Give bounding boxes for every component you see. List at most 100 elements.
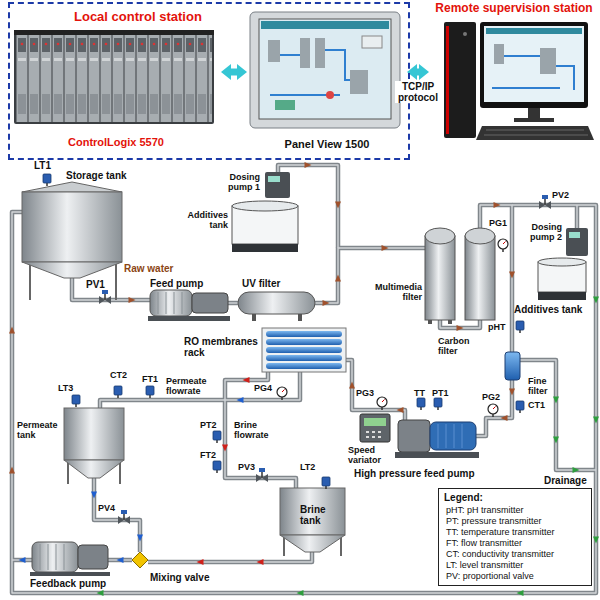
equipment-label: FT2 [200, 450, 216, 460]
flow-arrows [593, 537, 599, 544]
filter-columns-illustration [425, 236, 455, 320]
feedback-pump-illustration [30, 572, 110, 576]
equipment-label: Brine flowrate [234, 420, 284, 440]
label-holder: CT1 [528, 400, 545, 410]
label-holder: Feedback pump [30, 578, 106, 589]
flow-arrows [573, 467, 580, 473]
flow-arrows [494, 202, 501, 208]
equipment-label: Speed variator [348, 445, 394, 465]
ro-rack-illustration [266, 331, 342, 337]
legend-row: CT: conductivity transmitter [446, 549, 554, 559]
equipment-label: Feed pump [150, 278, 203, 289]
label-holder: Permeate flowrate [166, 376, 218, 396]
legend-text: PT: pressure transmitter [446, 516, 542, 526]
storage-tank-illustration [22, 262, 122, 278]
equipment-label: Carbon filter [438, 336, 482, 356]
legend-text: TT: temperature transmitter [446, 527, 555, 537]
station-title: Local control station [74, 10, 202, 25]
label-holder: PG3 [356, 388, 374, 398]
flow-arrows [197, 559, 204, 565]
filter-columns-illustration [505, 352, 520, 380]
label-holder: PG2 [482, 392, 500, 402]
instrument-symbols [99, 290, 111, 304]
station-title: Remote supervision station [435, 2, 592, 15]
equipment-label: LT3 [58, 383, 73, 393]
legend-row: LT: level transmitter [446, 560, 523, 570]
feedback-pump-illustration [40, 544, 64, 570]
hmi-panel-illustration [250, 12, 400, 128]
equipment-label: pHT [488, 322, 506, 332]
flow-arrows [9, 162, 599, 596]
label-holder: Dosing pump 1 [214, 172, 260, 192]
flow-arrows [297, 590, 304, 596]
filter-columns-illustration [425, 228, 455, 244]
storage-tank-illustration [22, 192, 122, 262]
hmi-panel-illustration [350, 70, 368, 94]
flow-arrows [457, 325, 464, 331]
additives-tank-illustration [538, 258, 586, 266]
brine-tank-illustration [280, 488, 345, 535]
flow-arrows [243, 377, 250, 383]
flow-arrows [9, 467, 15, 474]
supervision-computer-illustration [476, 126, 594, 140]
supervision-computer-illustration [480, 22, 588, 108]
legend-row: TT: temperature transmitter [446, 527, 555, 537]
flow-arrows [137, 535, 143, 542]
hmi-panel-illustration [300, 38, 310, 68]
label-holder: Storage tank [66, 170, 127, 181]
equipment-label: Additives tank [180, 210, 228, 230]
label-holder: PG4 [254, 383, 272, 393]
equipment-label: Raw water [124, 263, 173, 274]
label-holder: LT2 [300, 462, 315, 472]
label-holder: Feed pump [150, 278, 203, 289]
instrument-symbols [114, 386, 122, 398]
flow-arrows [553, 397, 559, 404]
label-holder: Raw water [124, 263, 173, 274]
equipment-caption: ControlLogix 5570 [68, 136, 164, 148]
equipment-label: CT1 [528, 400, 545, 410]
label-holder: RO membranes rack [184, 336, 260, 358]
instrument-symbols [377, 397, 387, 410]
control-station-frame: Local control stationControlLogix 5570 Pa… [8, 2, 410, 160]
label-holder: LT1 [34, 160, 51, 171]
hmi-panel-illustration [268, 40, 280, 62]
hmi-panel-illustration [270, 50, 350, 95]
flow-arrows [305, 162, 312, 168]
equipment-label: FT1 [142, 374, 158, 384]
brine-tank-illustration [280, 488, 345, 556]
legend-row: FT: flow transmitter [446, 538, 522, 548]
additives-tank-illustration [265, 172, 290, 198]
legend-row: PT: pressure transmitter [446, 516, 542, 526]
equipment-label: Fine filter [528, 376, 552, 396]
additives-tank-illustration [232, 206, 298, 244]
feedback-pump-illustration [32, 542, 78, 572]
equipment-label: PT1 [432, 388, 449, 398]
storage-tank-illustration [29, 262, 31, 300]
label-holder: Drainage [544, 475, 587, 486]
legend-text: PV: proportional valve [446, 571, 534, 581]
instrument-symbols [256, 468, 268, 482]
hmi-panel-illustration [315, 38, 325, 68]
flow-arrows [593, 297, 599, 304]
label-holder: CT2 [110, 370, 127, 380]
feed-pump-illustration [148, 316, 230, 321]
filter-columns-illustration [425, 228, 520, 380]
ro-rack-illustration [266, 363, 342, 369]
label-holder: PV3 [238, 462, 255, 472]
connector-label-holder: TCP/IP protocol [395, 81, 441, 103]
equipment-label: LT2 [300, 462, 315, 472]
instrument-symbols [539, 195, 551, 209]
label-holder: PV1 [86, 279, 105, 290]
additives-tank-illustration [566, 228, 588, 256]
hmi-panel-illustration [250, 12, 400, 128]
equipment-label: RO membranes rack [184, 336, 260, 358]
equipment-label: Dosing pump 2 [524, 222, 562, 242]
supervision-computer-illustration [514, 118, 554, 122]
equipment-caption: Panel View 1500 [285, 138, 370, 150]
equipment-label: PV4 [98, 503, 115, 513]
supervision-computer-illustration [492, 56, 574, 90]
instrument-symbols [213, 461, 221, 473]
label-holder: Permeate tank [17, 420, 63, 440]
flow-arrows [19, 557, 26, 563]
flow-arrows [349, 382, 355, 389]
